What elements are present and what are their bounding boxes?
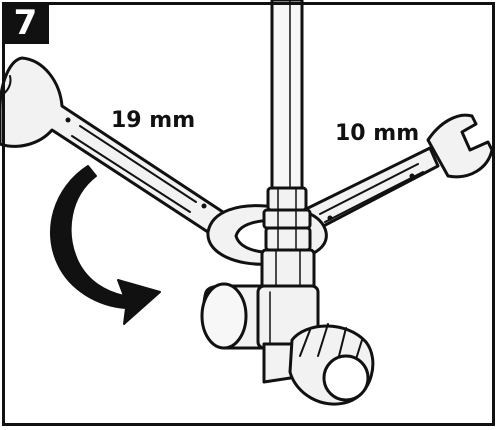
shutoff-valve [200,282,375,406]
small-wrench-10mm [298,113,494,234]
large-wrench-size-label: 19 mm [111,108,196,133]
step-number-badge: 7 [2,2,49,44]
small-wrench-size-label: 10 mm [335,121,420,146]
rotation-arrow-icon [50,165,161,325]
compression-nut [260,186,316,292]
figure-frame [2,2,495,426]
supply-pipe [270,0,304,197]
